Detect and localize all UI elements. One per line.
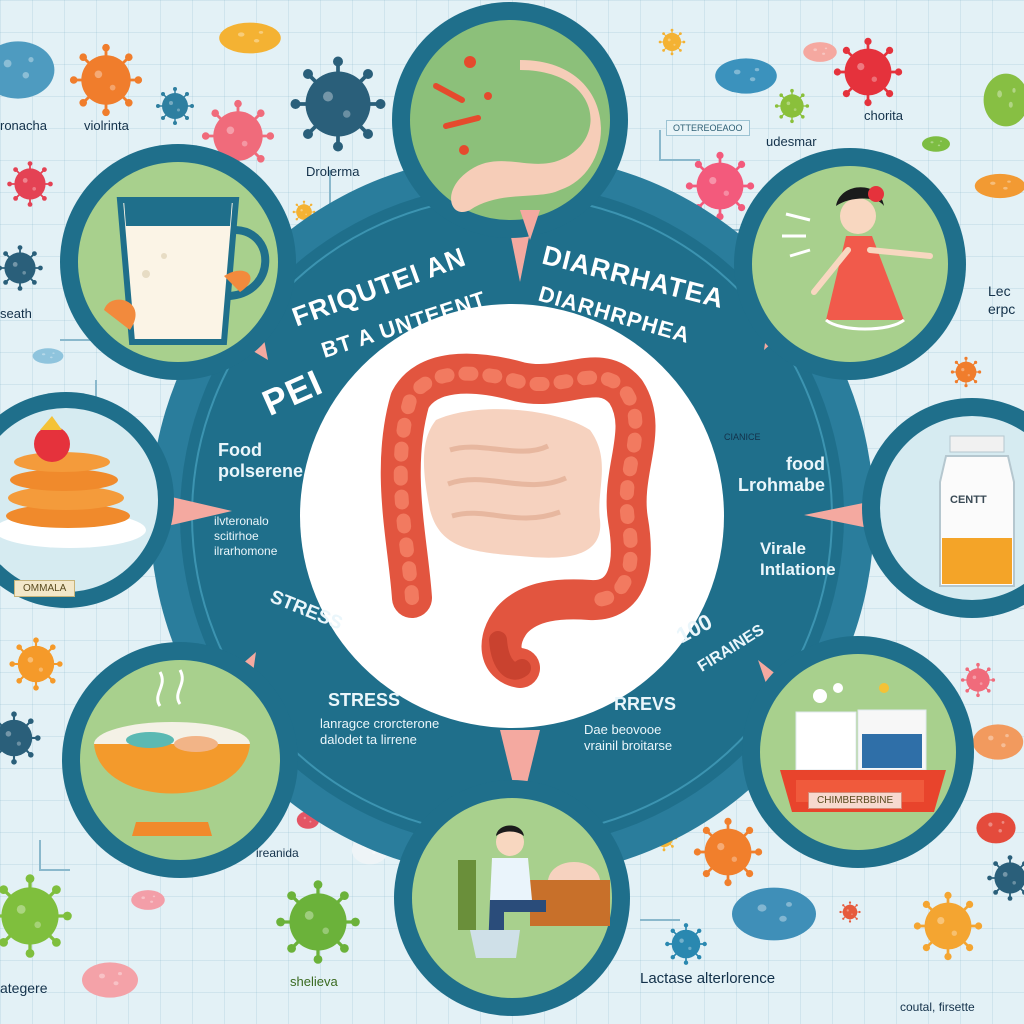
top-tag: OTTEREOEAOO — [666, 120, 750, 136]
label-ategere: ategere — [0, 980, 48, 996]
bacteria-icon — [732, 887, 816, 941]
stomach-node — [392, 2, 628, 240]
stomach-icon — [433, 56, 601, 240]
label-udesmar: udesmar — [766, 134, 817, 149]
bowl-icon — [94, 669, 250, 836]
label-violrinta: violrinta — [84, 118, 129, 133]
bacteria-icon — [131, 890, 165, 910]
pancake-node — [0, 392, 174, 608]
mid-tag: CIANICE — [724, 432, 761, 442]
glass-node — [60, 144, 296, 380]
glass-icon — [104, 197, 270, 345]
bowl-tag: CHIMBERBBINE — [808, 792, 903, 809]
pancake-tag: OMMALA — [14, 580, 76, 597]
label-shelieva: shelieva — [290, 974, 338, 989]
virus-icon — [288, 54, 388, 154]
girl-node — [734, 148, 966, 380]
bacteria-icon — [0, 41, 55, 99]
virus-icon — [68, 42, 144, 118]
virus-icon — [0, 244, 44, 292]
virus-icon — [774, 88, 810, 124]
label-drolerma: Drolerma — [306, 164, 360, 179]
virus-icon — [155, 86, 195, 126]
bowl-node — [62, 642, 298, 878]
label-chorita: chorita — [864, 108, 904, 123]
label-right-mid: Lec erpc — [988, 283, 1016, 317]
label-lactase: Lactase alterlorence — [640, 970, 776, 987]
bacteria-icon — [803, 42, 837, 62]
label-ronacha: ronacha — [0, 118, 47, 133]
food-heading-right: food Lrohmabe — [738, 454, 826, 495]
virus-icon — [912, 890, 984, 962]
girl-icon — [782, 186, 933, 331]
virus-icon — [8, 636, 64, 692]
person-icon — [458, 825, 610, 958]
rrevs-desc: Dae beovooe vrainil broitarse — [584, 722, 673, 753]
bacteria-icon — [82, 962, 138, 998]
virus-icon — [0, 872, 74, 960]
label-seath: seath — [0, 306, 32, 321]
person-node — [394, 780, 630, 1016]
virus-icon — [658, 28, 686, 56]
bacteria-icon — [922, 136, 950, 152]
bacteria-icon — [976, 812, 1016, 844]
bacteria-icon — [972, 724, 1024, 760]
food-desc-left: ilvteronalo scitirhoe ilrarhomone — [214, 514, 278, 558]
bacteria-icon — [974, 173, 1024, 199]
virus-icon — [838, 900, 862, 924]
food-heading-left: Food polserene — [218, 440, 304, 481]
bacteria-icon — [715, 58, 777, 94]
colon-icon — [380, 353, 656, 688]
virus-icon — [274, 878, 362, 966]
bacteria-icon — [983, 73, 1024, 127]
virus-icon — [950, 356, 982, 388]
stress-desc: lanragce crorcterone dalodet ta lirrene — [320, 716, 440, 747]
virus-icon — [0, 710, 42, 766]
virus-icon — [960, 662, 996, 698]
virus-icon — [986, 854, 1024, 902]
pancake-icon — [0, 416, 146, 548]
bottle-label: CENTT — [950, 494, 987, 506]
label-ireanida: ireanida — [256, 846, 299, 860]
virus-icon — [832, 36, 904, 108]
viral-heading: Virale Intlatione — [760, 539, 836, 579]
rrevs-heading: RREVS — [614, 694, 677, 714]
bottle-icon — [939, 435, 1015, 587]
stress-heading: STRESS — [328, 690, 401, 710]
virus-icon — [6, 160, 54, 208]
bacteria-icon — [219, 22, 281, 54]
label-coutal: coutal, firsette — [900, 1000, 975, 1014]
tray-node — [742, 636, 974, 868]
virus-icon — [692, 816, 764, 888]
connector-lines — [39, 90, 760, 921]
virus-icon — [664, 922, 708, 966]
bacteria-icon — [32, 348, 64, 364]
bottle-node — [862, 398, 1024, 618]
